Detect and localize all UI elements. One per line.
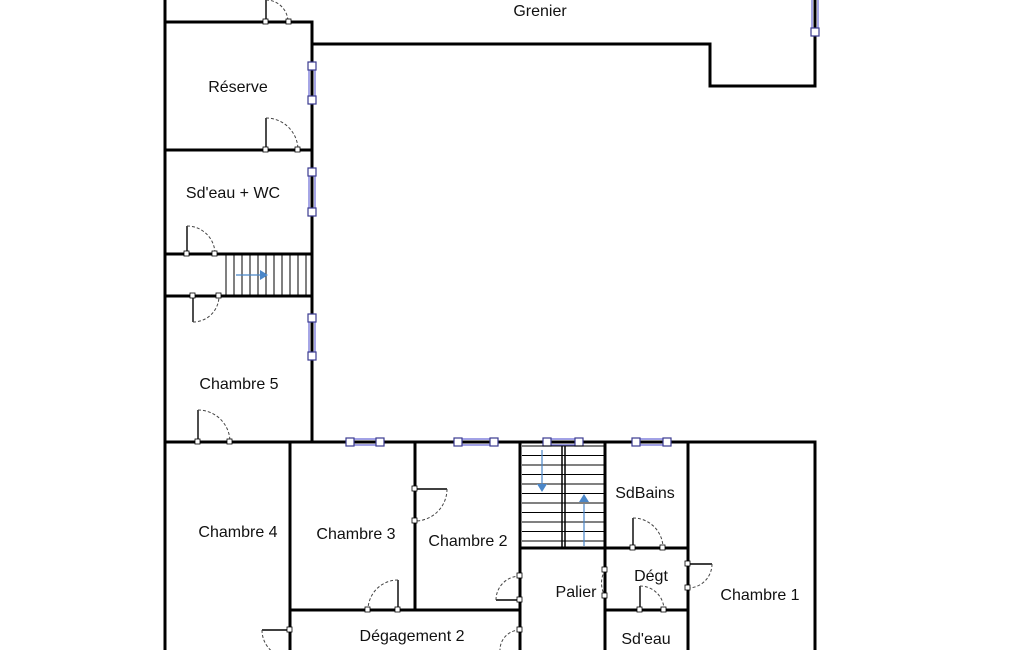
room-label-degagement2: Dégagement 2 bbox=[360, 628, 465, 645]
room-label-chambre1: Chambre 1 bbox=[720, 587, 799, 604]
room-label-chambre5: Chambre 5 bbox=[199, 376, 278, 393]
window-grenier bbox=[810, 0, 820, 37]
door-palier-left bbox=[495, 572, 523, 603]
door-chambre1 bbox=[684, 560, 713, 591]
room-label-sdeau: Sd'eau bbox=[621, 631, 670, 648]
walls bbox=[163, 0, 817, 650]
wall-grenier bbox=[310, 0, 817, 88]
window-sdeau-wc bbox=[307, 167, 317, 217]
windows bbox=[307, 0, 820, 447]
door-sdeau bbox=[636, 585, 667, 613]
door-chambre2 bbox=[411, 485, 448, 524]
stair-upper bbox=[225, 253, 313, 297]
room-label-chambre3: Chambre 3 bbox=[316, 526, 395, 543]
door-sdeau-wc bbox=[183, 225, 218, 257]
window-chambre3 bbox=[345, 437, 385, 447]
door-stair-bottom bbox=[189, 292, 222, 323]
window-chambre5 bbox=[307, 313, 317, 361]
room-label-sdbains: SdBains bbox=[615, 485, 675, 502]
room-label-reserve: Réserve bbox=[208, 79, 268, 96]
door-sdbains bbox=[629, 517, 666, 551]
window-chambre2 bbox=[453, 437, 499, 447]
door-chambre4 bbox=[261, 626, 293, 650]
room-label-chambre4: Chambre 4 bbox=[198, 524, 277, 541]
door-degagement bbox=[499, 626, 523, 650]
door-chambre3 bbox=[364, 579, 401, 613]
door-reserve bbox=[262, 117, 301, 153]
window-reserve bbox=[307, 61, 317, 105]
door-chambre5 bbox=[194, 409, 233, 445]
room-label-degt: Dégt bbox=[634, 568, 668, 585]
stair-main bbox=[522, 445, 604, 548]
window-sdbains bbox=[631, 437, 672, 447]
stair-up-arrow-icon bbox=[579, 494, 589, 502]
room-labels: Grenier Réserve Sd'eau + WC Chambre 5 Ch… bbox=[186, 3, 800, 648]
door-top-left bbox=[262, 0, 292, 25]
stair-upper-arrow-icon bbox=[260, 270, 268, 280]
room-label-grenier: Grenier bbox=[513, 3, 567, 20]
stair-down-arrow-icon bbox=[537, 484, 547, 492]
doors bbox=[183, 0, 713, 650]
door-degt-palier bbox=[601, 566, 608, 599]
room-label-palier: Palier bbox=[556, 584, 598, 601]
room-label-sdeau-wc: Sd'eau + WC bbox=[186, 185, 280, 202]
room-label-chambre2: Chambre 2 bbox=[428, 533, 507, 550]
